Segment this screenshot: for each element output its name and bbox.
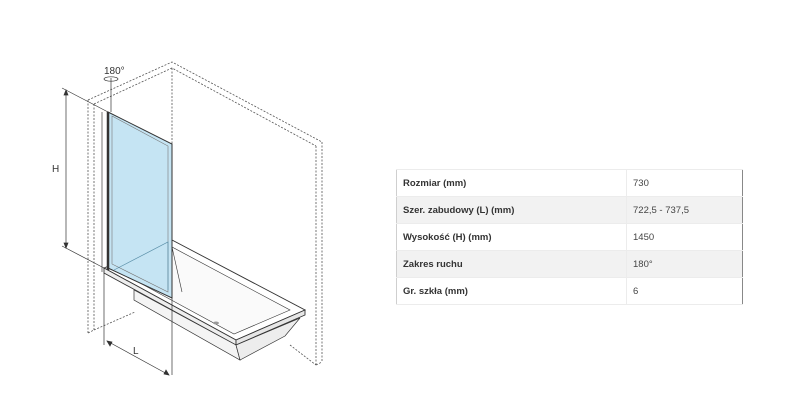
height-label: H bbox=[52, 164, 59, 175]
table-row: Gr. szkła (mm) 6 bbox=[396, 277, 743, 305]
spec-value: 1450 bbox=[626, 223, 743, 251]
width-dimension bbox=[103, 273, 170, 376]
spec-value: 180° bbox=[626, 250, 743, 278]
rotation-indicator: 180° bbox=[103, 66, 125, 112]
height-dimension bbox=[61, 87, 109, 269]
table-row: Zakres ruchu 180° bbox=[396, 250, 743, 278]
rotation-label: 180° bbox=[104, 66, 125, 77]
width-label: L bbox=[133, 346, 139, 357]
bathtub bbox=[102, 239, 307, 361]
wall-outline bbox=[87, 61, 323, 366]
spec-table: Rozmiar (mm) 730 Szer. zabudowy (L) (mm)… bbox=[396, 169, 743, 305]
spec-value: 722,5 - 737,5 bbox=[626, 196, 743, 224]
spec-label: Rozmiar (mm) bbox=[396, 169, 627, 197]
spec-label: Wysokość (H) (mm) bbox=[396, 223, 627, 251]
table-row: Wysokość (H) (mm) 1450 bbox=[396, 223, 743, 251]
spec-value: 6 bbox=[626, 277, 743, 305]
table-row: Szer. zabudowy (L) (mm) 722,5 - 737,5 bbox=[396, 196, 743, 224]
spec-label: Szer. zabudowy (L) (mm) bbox=[396, 196, 627, 224]
spec-value: 730 bbox=[626, 169, 743, 197]
table-row: Rozmiar (mm) 730 bbox=[396, 169, 743, 197]
glass-panel bbox=[101, 111, 173, 375]
spec-label: Zakres ruchu bbox=[396, 250, 627, 278]
spec-label: Gr. szkła (mm) bbox=[396, 277, 627, 305]
bath-screen-diagram: 180° H L bbox=[52, 61, 323, 376]
